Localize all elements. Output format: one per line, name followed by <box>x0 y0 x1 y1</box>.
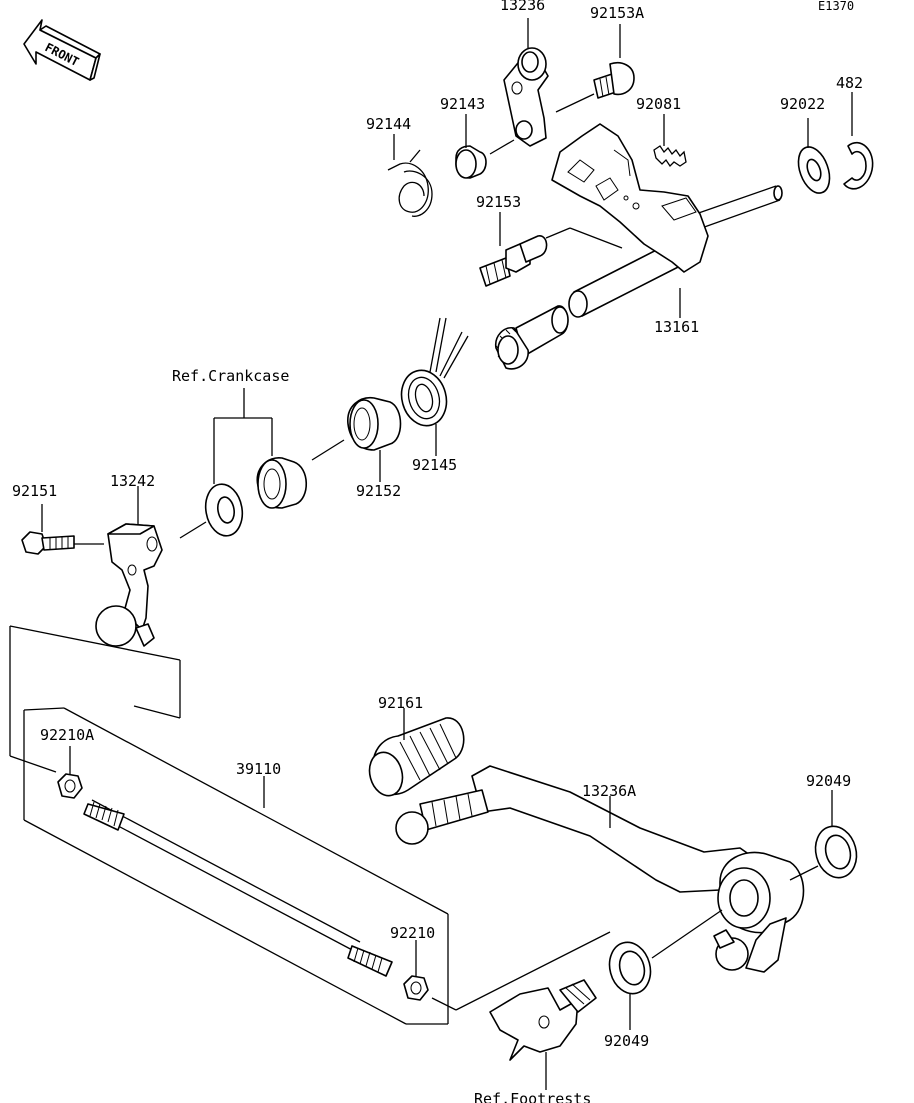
shift-pedal-13236A <box>395 765 805 973</box>
gear-shift-shaft-13161 <box>494 123 783 370</box>
tie-rod-39110 <box>83 799 393 977</box>
front-direction-arrow: FRONT <box>23 19 101 81</box>
bearing-needle <box>256 457 308 509</box>
label-92153: 92153 <box>476 193 521 211</box>
ref-crankcase-label: Ref.Crankcase <box>172 367 289 385</box>
label-13161: 13161 <box>654 318 699 336</box>
diagram-code: E1370 <box>818 0 854 13</box>
label-92144: 92144 <box>366 115 411 133</box>
nut-92210 <box>403 975 429 1001</box>
label-13242: 13242 <box>110 472 155 490</box>
bolt-92153A <box>593 62 635 99</box>
label-92161: 92161 <box>378 694 423 712</box>
oil-seal <box>204 483 244 537</box>
collar-92152 <box>347 397 402 451</box>
return-spring-92145 <box>400 317 469 427</box>
footrest-joint <box>489 979 597 1061</box>
washer-92049-top <box>814 825 858 879</box>
collar-92143 <box>455 145 487 179</box>
circlip-482 <box>843 141 874 190</box>
spring-92144 <box>387 149 433 217</box>
label-92049-bottom: 92049 <box>604 1032 649 1050</box>
ref-footrests-label: Ref.Footrests <box>474 1090 591 1103</box>
washer-92049-bottom <box>608 941 652 995</box>
shift-lever-13242 <box>95 523 163 647</box>
label-92210: 92210 <box>390 924 435 942</box>
label-92151: 92151 <box>12 482 57 500</box>
label-13236: 13236 <box>500 0 545 14</box>
label-13236A: 13236A <box>582 782 636 800</box>
bolt-92153 <box>479 235 548 287</box>
label-92153A: 92153A <box>590 4 644 22</box>
label-92022: 92022 <box>780 95 825 113</box>
rubber-92161 <box>368 717 465 797</box>
label-92210A: 92210A <box>40 726 94 744</box>
nut-92210A <box>57 773 83 799</box>
label-92145: 92145 <box>412 456 457 474</box>
label-92049-top: 92049 <box>806 772 851 790</box>
label-92081: 92081 <box>636 95 681 113</box>
bolt-92151 <box>21 531 75 555</box>
washer-92022 <box>797 146 831 194</box>
label-92143: 92143 <box>440 95 485 113</box>
label-39110: 39110 <box>236 760 281 778</box>
label-482: 482 <box>836 74 863 92</box>
label-92152: 92152 <box>356 482 401 500</box>
spring-92081 <box>653 145 687 168</box>
shift-arm-13236 <box>503 47 549 147</box>
